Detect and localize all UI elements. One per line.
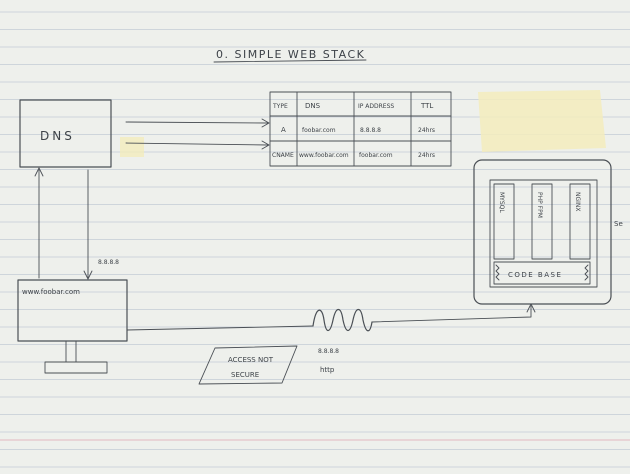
server-column-label: PHP FPM bbox=[536, 192, 543, 218]
server-outer-box bbox=[473, 159, 612, 305]
warning-line: SECURE bbox=[231, 371, 259, 379]
server-column bbox=[569, 183, 591, 260]
connection-line-left bbox=[126, 325, 314, 331]
dns-box bbox=[19, 99, 112, 168]
arrowhead-icon bbox=[261, 140, 270, 150]
table-header: TYPE bbox=[272, 103, 288, 110]
access-warning-shape bbox=[198, 345, 298, 385]
client-monitor bbox=[17, 279, 128, 342]
code-base-label: CODE BASE bbox=[508, 271, 562, 279]
table-cell: 24hrs bbox=[418, 152, 435, 159]
table-cell: CNAME bbox=[272, 152, 294, 159]
server-column-label: MYSQL bbox=[498, 192, 505, 213]
server-inner-box bbox=[489, 179, 598, 288]
server: MYSQL PHP FPM NGINX CODE BASE Se bbox=[473, 159, 623, 305]
code-base-box bbox=[493, 261, 591, 285]
connection-ip-label: 8.8.8.8 bbox=[318, 348, 339, 355]
server-column-label: NGINX bbox=[574, 192, 581, 212]
dns-to-table-arrow-bottom bbox=[125, 142, 269, 146]
dns-to-table-arrow-top bbox=[125, 121, 269, 124]
dns-record-table: TYPE DNS IP ADDRESS TTL A foobar.com 8.8… bbox=[269, 91, 452, 167]
dns-ip-label: 8.8.8.8 bbox=[98, 259, 119, 266]
connection-line-right bbox=[371, 305, 532, 323]
table-cell: 8.8.8.8 bbox=[360, 127, 381, 134]
table-header: DNS bbox=[305, 102, 321, 110]
monitor-base bbox=[44, 361, 108, 374]
monitor-stand bbox=[65, 340, 77, 363]
table-header: TTL bbox=[420, 102, 433, 110]
protocol-label: http bbox=[320, 366, 335, 374]
server-side-label: Se bbox=[614, 220, 623, 228]
warning-line: ACCESS NOT bbox=[228, 356, 274, 364]
table-cell: foobar.com bbox=[302, 127, 336, 134]
arrowhead-icon bbox=[261, 118, 270, 128]
arrowhead-icon bbox=[83, 270, 93, 280]
client-url-label: www.foobar.com bbox=[22, 288, 80, 296]
zigzag-icon bbox=[584, 264, 589, 281]
dns-label: DNS bbox=[40, 129, 75, 143]
table-border bbox=[269, 91, 452, 167]
server-column bbox=[531, 183, 553, 260]
internet-coil bbox=[312, 308, 373, 332]
table-header: IP ADDRESS bbox=[358, 103, 394, 110]
diagram-title: 0. SIMPLE WEB STACK bbox=[216, 48, 365, 61]
arrowhead-icon bbox=[34, 167, 44, 177]
tape-right bbox=[478, 90, 606, 152]
table-cell: foobar.com bbox=[359, 152, 393, 159]
tape-left bbox=[120, 137, 144, 157]
title-underline bbox=[213, 59, 367, 63]
zigzag-icon bbox=[495, 264, 500, 281]
table-cell: A bbox=[281, 126, 286, 134]
table-cell: 24hrs bbox=[418, 127, 435, 134]
server-column bbox=[493, 183, 515, 260]
table-cell: www.foobar.com bbox=[299, 152, 349, 159]
